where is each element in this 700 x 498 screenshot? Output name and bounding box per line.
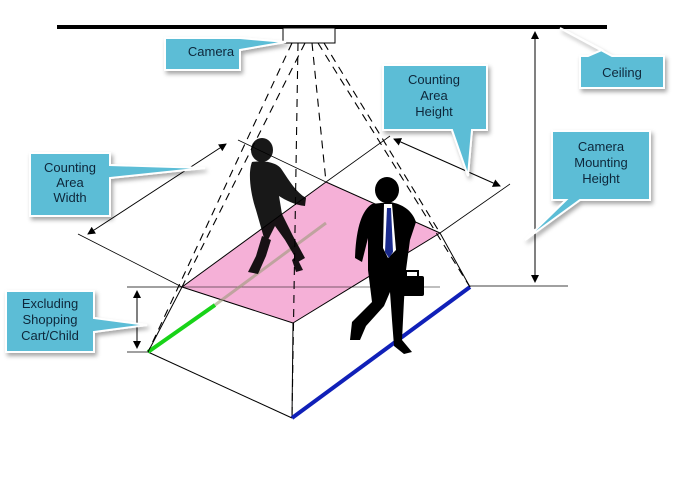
excluding-callout: Excluding Shopping Cart/Child [5,290,148,353]
counting-area-width-callout: Counting Area Width [29,152,206,217]
camera-mounting-height-line-3: Height [582,171,620,186]
ceiling-label: Ceiling [602,65,642,80]
counting-area-height-line-3: Height [415,104,453,119]
counting-area-width-line-3: Width [53,190,86,205]
counting-area-width-line-2: Area [56,175,84,190]
camera-mounting-height-line-2: Mounting [574,155,627,170]
camera-callout: Camera [164,37,287,71]
ceiling-callout: Ceiling [559,27,665,89]
counting-area-height-line-2: Area [420,88,448,103]
counting-area-width-line-1: Counting [44,160,96,175]
briefcase-icon [400,276,424,296]
entry-line [146,303,217,354]
businessman-with-briefcase-silhouette [350,177,424,354]
walking-person-silhouette [248,138,306,274]
camera-mounting-height-line-1: Camera [578,139,625,154]
mounting-height-dimension [470,31,568,287]
ceiling-camera-icon [282,27,336,44]
excluding-line-2: Shopping [23,312,78,327]
excluding-line-3: Cart/Child [21,328,79,343]
entry-line-shadow [214,221,327,307]
camera-mounting-height-callout: Camera Mounting Height [524,130,651,241]
height-dimension [325,135,511,234]
counting-area-height-callout: Counting Area Height [382,64,488,177]
exclusion-height-dimension [127,286,182,353]
excluding-line-1: Excluding [22,296,78,311]
exit-line [290,285,472,420]
camera-label: Camera [188,44,235,59]
counting-area-height-line-1: Counting [408,72,460,87]
